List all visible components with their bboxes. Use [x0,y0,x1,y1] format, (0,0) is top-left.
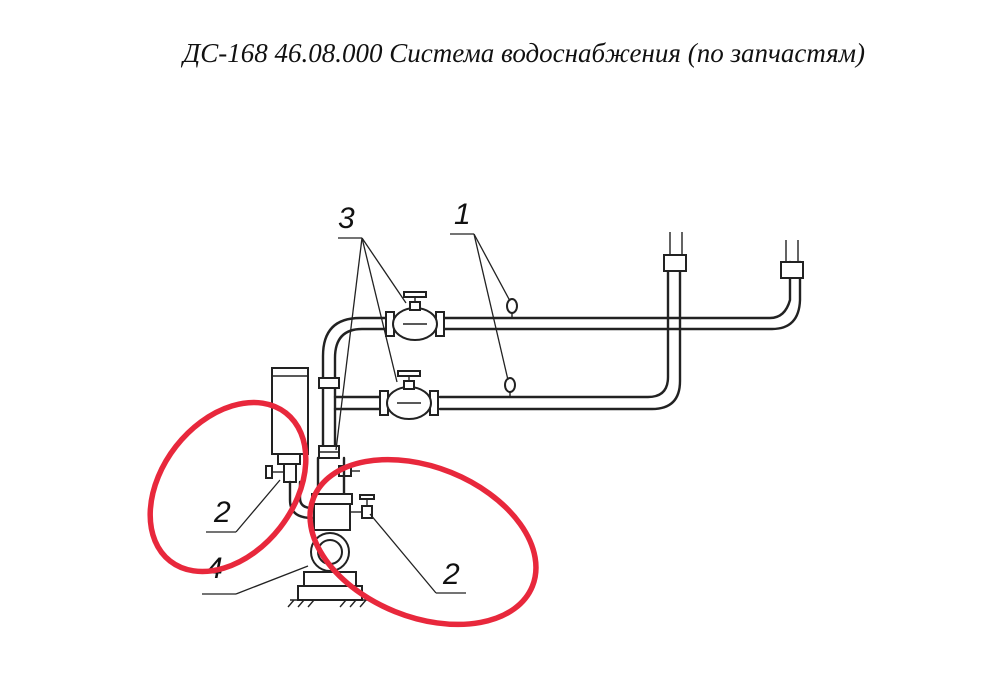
lower-pipe-end-fitting [663,254,687,272]
lower-shutoff-valve [379,370,439,420]
upper-pipe-line [321,240,804,457]
callout-2-left-label: 2 [213,496,231,529]
water-filter-tank [265,367,320,520]
upper-pipe-end-fitting [780,261,804,279]
riser-fittings [318,377,360,477]
callout-4: 4 [202,552,309,595]
callout-3-label: 3 [338,202,355,235]
highlight-ellipse-left [147,399,309,575]
highlight-ellipse-right [307,456,539,628]
upper-shutoff-valve [385,291,445,341]
callout-3: 3 [335,202,407,451]
callout-2-right-label: 2 [442,558,460,591]
callout-1: 1 [450,198,511,381]
pipe-loop-fittings [504,298,518,397]
callout-2-left: 2 [206,479,281,533]
diagram-title: ДС-168 46.08.000 Система водоснабжения (… [183,38,865,68]
callout-1-label: 1 [454,198,471,231]
callout-2-right: 2 [369,513,466,594]
